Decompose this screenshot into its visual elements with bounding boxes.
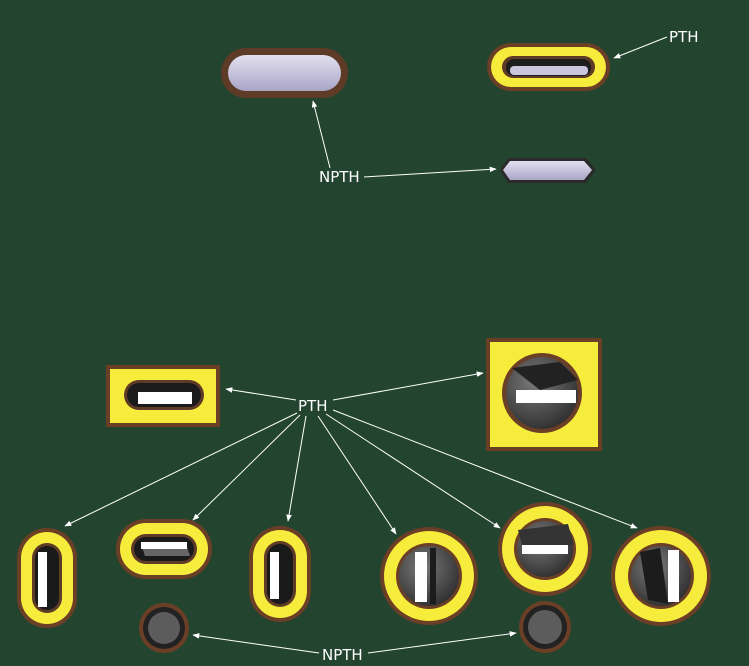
arrow-pth-to-round-3 (332, 409, 638, 529)
arrow-npth-to-large-slot (311, 100, 331, 169)
label-npth-top: NPTH (319, 168, 360, 186)
npth-round-2 (519, 601, 571, 653)
label-npth-bottom: NPTH (322, 646, 363, 664)
pth-horizontal-oval (116, 519, 212, 579)
pth-vertical-oval-1 (17, 528, 77, 628)
npth-round-1 (139, 603, 189, 653)
pth-square-pad-right (486, 338, 602, 451)
pth-round-3 (611, 526, 711, 626)
arrow-pth-to-rect-pad (225, 387, 297, 401)
npth-slot-small (500, 158, 596, 183)
pth-oval-slot-top (487, 43, 610, 91)
arrow-npth-to-round-1 (192, 633, 320, 654)
annotation-arrows (64, 36, 668, 654)
label-pth-center: PTH (298, 397, 328, 415)
arrow-npth-to-small-slot (363, 166, 497, 178)
arrow-npth-to-round-2 (367, 631, 517, 654)
arrow-pth-to-square-pad (332, 371, 484, 401)
arrow-pth-to-horizontal-oval (192, 414, 301, 521)
label-pth-top: PTH (669, 28, 699, 46)
pth-rect-pad-left (106, 365, 220, 427)
arrow-pth-to-oval-1 (64, 412, 298, 527)
pth-vertical-oval-2 (249, 526, 311, 622)
pth-round-2 (498, 502, 592, 596)
arrow-pth-top (613, 36, 668, 59)
arrow-pth-to-round-1 (317, 415, 397, 535)
arrow-pth-to-round-2 (325, 413, 501, 529)
arrow-pth-to-oval-2 (286, 415, 307, 522)
pth-round-1 (380, 527, 478, 625)
npth-slot-large (221, 48, 348, 98)
